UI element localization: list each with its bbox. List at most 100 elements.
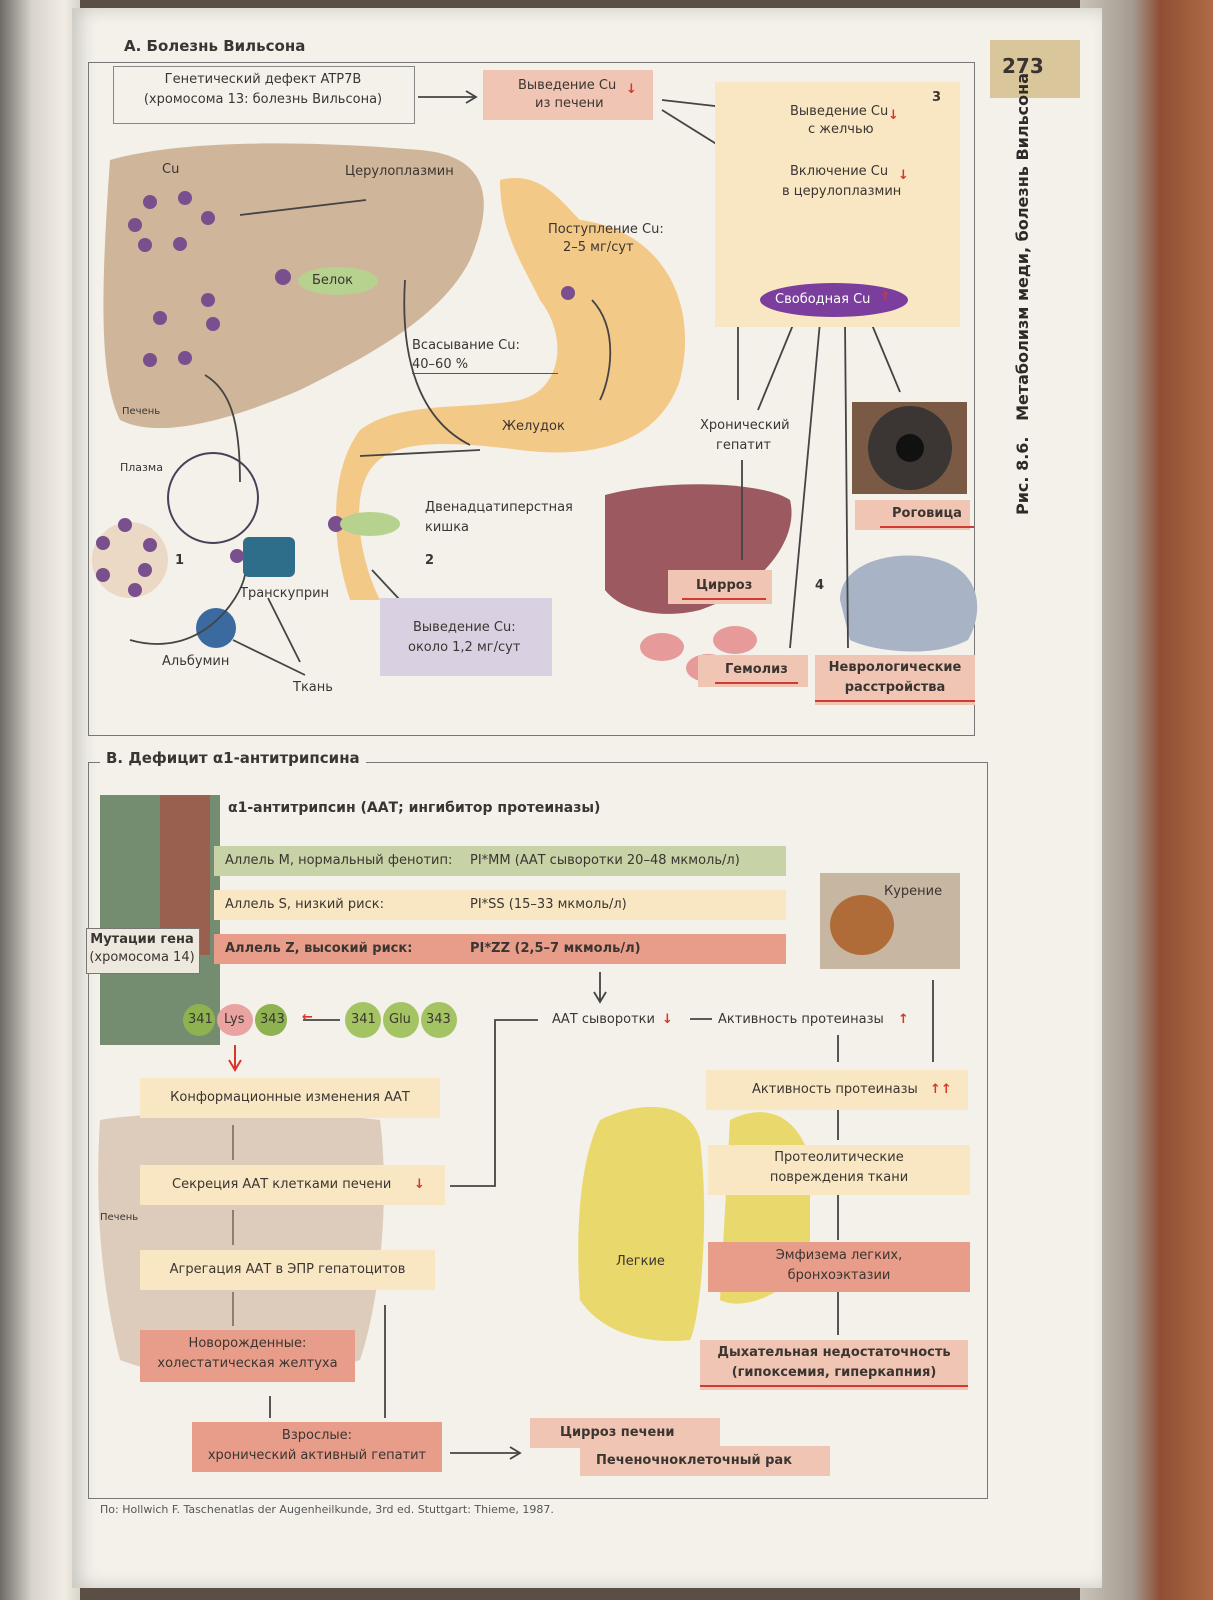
down-arrow-icon: ↓: [898, 168, 909, 183]
lungs-label: Легкие: [616, 1254, 665, 1269]
norm-glu: Glu: [389, 1012, 411, 1027]
down-arrow-icon: ↓: [626, 82, 637, 97]
intake-value: 2–5 мг/сут: [563, 240, 634, 255]
protease-activity: Активность протеиназы: [718, 1012, 884, 1027]
ceruloplasmin-label: Церулоплазмин: [345, 164, 454, 179]
brain-shape: [840, 555, 978, 652]
allele-s-val: PI*SS (15–33 мкмоль/л): [470, 897, 627, 912]
num-4: 4: [815, 578, 825, 593]
stomach-shape: [336, 178, 686, 600]
source-note: По: Hollwich F. Taschenatlas der Augenhe…: [100, 1503, 554, 1516]
normal-bead-341: [345, 1002, 381, 1038]
conform-box: [140, 1078, 440, 1118]
smoking-label: Курение: [884, 884, 943, 899]
allele-z-row: [214, 934, 786, 964]
section-b-title: B. Дефицит α1-антитрипсина: [100, 750, 366, 766]
liver-excretion-sub: из печени: [535, 96, 604, 111]
duodenum-label-2: кишка: [425, 520, 470, 535]
albumin-shape: [196, 608, 236, 648]
resp-fail-box: [700, 1340, 968, 1390]
cirrhosis-label: Цирроз: [682, 578, 767, 600]
hcc-label: Печеночноклеточный рак: [596, 1453, 793, 1468]
genetic-defect-sub: (хромосома 13: болезнь Вильсона): [143, 92, 383, 107]
intake-label: Поступление Cu:: [548, 222, 664, 237]
protease-activity-2: Активность протеиназы: [752, 1082, 918, 1097]
liver-b-label: Печень: [100, 1212, 139, 1223]
absorption-label: Всасывание Cu:: [412, 338, 520, 353]
ceruloplasmin-incl: Включение Cu: [790, 164, 889, 179]
secretion-box: [140, 1165, 445, 1205]
hemolysis-label: Гемолиз: [715, 662, 798, 684]
aat-title: α1-антитрипсин (ААТ; ингибитор протеиназ…: [228, 800, 601, 816]
page-number: 273: [1002, 54, 1044, 78]
fecal-excretion-value: около 1,2 мг/сут: [408, 640, 521, 655]
transcuprin-label: Транскуприн: [240, 586, 330, 601]
conform-label: Конформационные изменения ААТ: [170, 1090, 410, 1105]
allele-m: Аллель M, нормальный фенотип:: [225, 853, 453, 868]
transcuprin-shape: [243, 537, 295, 577]
down-arrow-icon: ↓: [662, 1012, 673, 1027]
hemolysis-box: [698, 655, 808, 687]
hcc-box: [580, 1446, 830, 1476]
stomach-label: Желудок: [502, 419, 565, 434]
cornea-box: [855, 500, 970, 530]
section-a-frame: [88, 62, 975, 736]
liver-excretion-box: [483, 70, 653, 120]
plasma-label: Плазма: [120, 461, 163, 474]
mutations-box: [86, 928, 200, 974]
cornea-label: Роговица: [880, 506, 974, 528]
norm-343: 343: [426, 1012, 451, 1027]
left-page-edge: [0, 0, 80, 1600]
allele-m-row: [214, 846, 786, 876]
neuro-label-2: расстройства: [815, 680, 975, 702]
absorption-value: 40–60 %: [412, 357, 559, 374]
liver-shape: [103, 143, 484, 429]
adult-label: Взрослые:: [281, 1428, 353, 1443]
liver-label: Печень: [122, 406, 161, 417]
allele-z: Аллель Z, высокий риск:: [225, 941, 413, 956]
double-up-arrow-icon: ↑↑: [930, 1082, 952, 1097]
duodenum-protein: [340, 512, 400, 536]
mutations-sub: (хромосома 14): [89, 950, 195, 965]
allele-s-row: [214, 890, 786, 920]
plasma-circle: [167, 452, 259, 544]
neonate-box: [140, 1330, 355, 1382]
aggregation-label: Агрегация ААТ в ЭПР гепатоцитов: [169, 1262, 406, 1277]
mutant-bead-341: [183, 1004, 215, 1036]
resp-fail-label: Дыхательная недостаточность: [717, 1345, 951, 1360]
allele-s: Аллель S, низкий риск:: [225, 897, 384, 912]
liver-cirrhosis: Цирроз печени: [560, 1425, 675, 1440]
secretion-label: Секреция ААТ клетками печени: [172, 1177, 392, 1192]
tissue-label: Ткань: [293, 680, 333, 695]
left-arrow-icon: ←: [302, 1010, 313, 1025]
protein-label: Белок: [312, 273, 354, 288]
bile-excretion: Выведение Cu: [790, 104, 889, 119]
neonate-label: Новорожденные:: [188, 1336, 307, 1351]
proteolytic-box: [708, 1145, 970, 1195]
adult-box: [192, 1422, 442, 1472]
cirrhosis-b-box: [530, 1418, 720, 1448]
section-a-title: А. Болезнь Вильсона: [118, 38, 312, 54]
neuro-label: Неврологические: [828, 660, 962, 675]
protein-ellipse: [298, 267, 378, 295]
mutant-bead-343: [255, 1004, 287, 1036]
num-2: 2: [425, 553, 435, 568]
genetic-defect: Генетический дефект ATP7B: [164, 72, 362, 87]
free-cu-ellipse: [760, 283, 908, 317]
resp-fail-label-2: (гипоксемия, гиперкапния): [700, 1365, 968, 1387]
neonate-label-2: холестатическая желтуха: [157, 1356, 338, 1371]
norm-341: 341: [351, 1012, 376, 1027]
aggregation-box: [140, 1250, 435, 1290]
proteolytic-label: Протеолитические: [774, 1150, 904, 1165]
adult-label-2: хронический активный гепатит: [207, 1448, 427, 1463]
protease-box: [706, 1070, 968, 1110]
background-right: [1080, 0, 1213, 1600]
chronic-hepatitis-2: гепатит: [716, 438, 771, 453]
num-1: 1: [175, 553, 185, 568]
fecal-excretion: Выведение Cu:: [413, 620, 516, 635]
genetic-defect-box: [113, 66, 415, 124]
emphysema-box: [708, 1242, 970, 1292]
duodenum-label: Двенадцатиперстная: [425, 500, 573, 515]
emphysema-label: Эмфизема легких,: [775, 1248, 903, 1263]
mut-341: 341: [188, 1012, 213, 1027]
